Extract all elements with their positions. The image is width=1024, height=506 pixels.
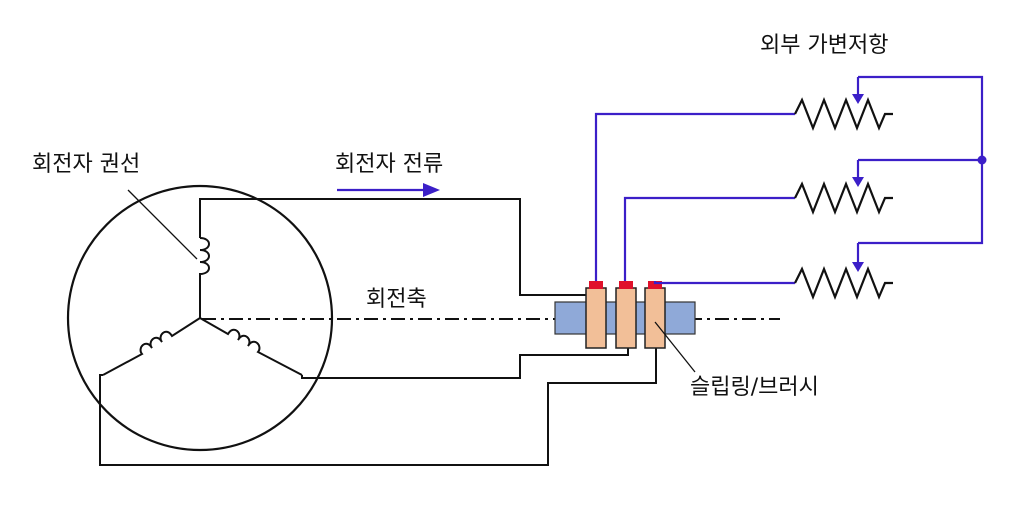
coil-icon-right xyxy=(199,317,303,376)
brush-3 xyxy=(648,281,662,289)
variable-resistor-icon-1 xyxy=(794,96,893,132)
rotor-wire-3 xyxy=(99,348,657,466)
variable-resistor-icon-3 xyxy=(794,265,893,301)
external-wire-1 xyxy=(594,112,795,281)
wiper-arrow-3 xyxy=(852,262,864,272)
rotor-current-label: 회전자 전류 xyxy=(335,152,444,177)
slip-ring-brush-label: 슬립링/브러시 xyxy=(690,375,819,400)
junction-dot xyxy=(977,155,987,165)
slip-ring-leader-line xyxy=(654,321,696,373)
slip-ring-3 xyxy=(644,287,666,349)
wiper-arrow-1 xyxy=(852,94,864,104)
rotor-wire-1 xyxy=(199,198,596,296)
rotor-wire-2 xyxy=(301,348,629,379)
coil-icon-left xyxy=(102,317,201,376)
slip-ring-2 xyxy=(615,287,637,349)
rotation-axis-label: 회전축 xyxy=(366,287,427,312)
coil-icon-top xyxy=(199,237,210,318)
slip-ring-1 xyxy=(585,287,607,349)
wiper-arrow-2 xyxy=(852,177,864,187)
rotor-winding-left xyxy=(102,317,201,376)
brush-1 xyxy=(589,281,603,289)
external-wire-3 xyxy=(653,281,795,285)
right-arrow-icon xyxy=(337,183,440,197)
brush-2 xyxy=(619,281,633,289)
external-resistor-label: 외부 가변저항 xyxy=(760,33,889,58)
variable-resistor-icon-2 xyxy=(794,180,893,216)
rotor-winding-label: 회전자 권선 xyxy=(32,152,141,177)
rotor-winding-top xyxy=(199,202,210,318)
winding-leader-line xyxy=(127,189,198,260)
external-wire-2 xyxy=(623,196,795,281)
rotor-winding-right xyxy=(199,317,303,376)
